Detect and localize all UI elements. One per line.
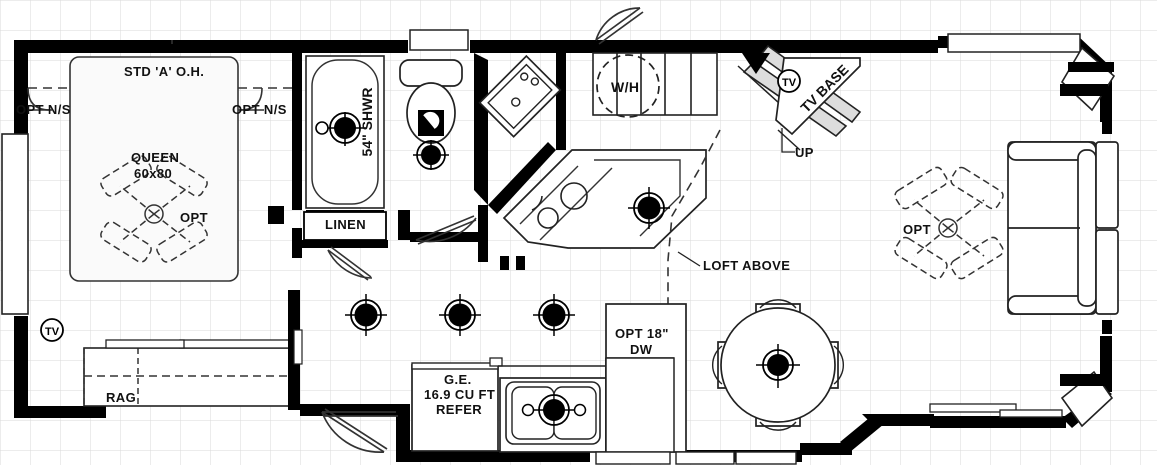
label-opt-ns-left: OPT N/S: [16, 102, 71, 117]
svg-text:TV: TV: [45, 326, 60, 338]
water-heater: [596, 54, 660, 118]
label-opt-dw-1: OPT 18": [615, 326, 669, 341]
light-bathroom: [413, 140, 449, 170]
bathroom-area: [300, 55, 480, 281]
label-opt-fan-bedroom: OPT: [180, 210, 208, 225]
label-opt-fan-living: OPT: [903, 222, 931, 237]
label-queen: QUEEN: [131, 150, 180, 165]
wall-ticks: [500, 62, 1114, 270]
label-queen-size: 60x80: [134, 166, 173, 181]
label-loft-above: LOFT ABOVE: [703, 258, 791, 273]
ceiling-lights: [345, 187, 670, 336]
window-lower-right-2: [999, 409, 1063, 418]
door-bathroom: [415, 215, 477, 245]
svg-text:TV: TV: [782, 77, 797, 89]
window-bottom-1: [595, 451, 671, 465]
tv-outlet-living: TV: [777, 69, 801, 93]
window-bottom-2: [675, 451, 735, 465]
label-refer-3: REFER: [436, 402, 483, 417]
sink-faucet: [521, 394, 587, 426]
window-bottom-3: [735, 451, 797, 465]
dining-area: [712, 299, 844, 431]
toilet: [399, 59, 463, 144]
linen-closet: [303, 211, 387, 241]
cooktop: [478, 54, 562, 138]
stairs-up: [592, 52, 718, 116]
door-entry-top: [595, 7, 644, 45]
label-water-heater: W/H: [611, 79, 640, 95]
label-refer-1: G.E.: [444, 372, 472, 387]
ceiling-fan-living: [894, 166, 1004, 280]
label-opt-ns-right: OPT N/S: [232, 102, 287, 117]
label-rag: RAG: [106, 390, 137, 405]
bedroom-area: [27, 52, 302, 282]
lower-kitchen-run: [171, 7, 1063, 465]
living-room-area: [894, 46, 1119, 428]
rag-unit: [83, 290, 303, 410]
door-linen: [327, 246, 373, 281]
up-leader: [781, 128, 795, 153]
label-refer-2: 16.9 CU FT: [424, 387, 496, 402]
window-sill-bottom: [1060, 374, 1108, 386]
kitchen-area: [470, 44, 862, 452]
window-lower-right-1: [929, 403, 1017, 413]
light-dining: [756, 344, 800, 388]
wall-bedroom-bath: [292, 52, 302, 210]
label-shower: 54" SHWR: [359, 88, 375, 157]
ceiling-fan-bedroom: [100, 155, 208, 263]
window-sill-top: [1060, 84, 1108, 96]
range-burners: [531, 182, 588, 229]
refrigerator: [411, 364, 499, 452]
loft-above-line: [667, 129, 721, 452]
label-std-oh: STD 'A' O.H.: [124, 64, 205, 79]
sofa: [1007, 141, 1119, 315]
kitchen-peninsula: [502, 149, 707, 249]
queen-bed: [69, 56, 239, 282]
window-top-right: [409, 29, 1081, 53]
window-bedroom-left: [1, 133, 29, 315]
label-up: UP: [795, 145, 814, 160]
tv-outlet-bedroom: TV: [40, 318, 64, 342]
label-linen: LINEN: [325, 217, 366, 232]
label-opt-dw-2: DW: [630, 342, 653, 357]
door-entry-bottom: [321, 408, 398, 453]
